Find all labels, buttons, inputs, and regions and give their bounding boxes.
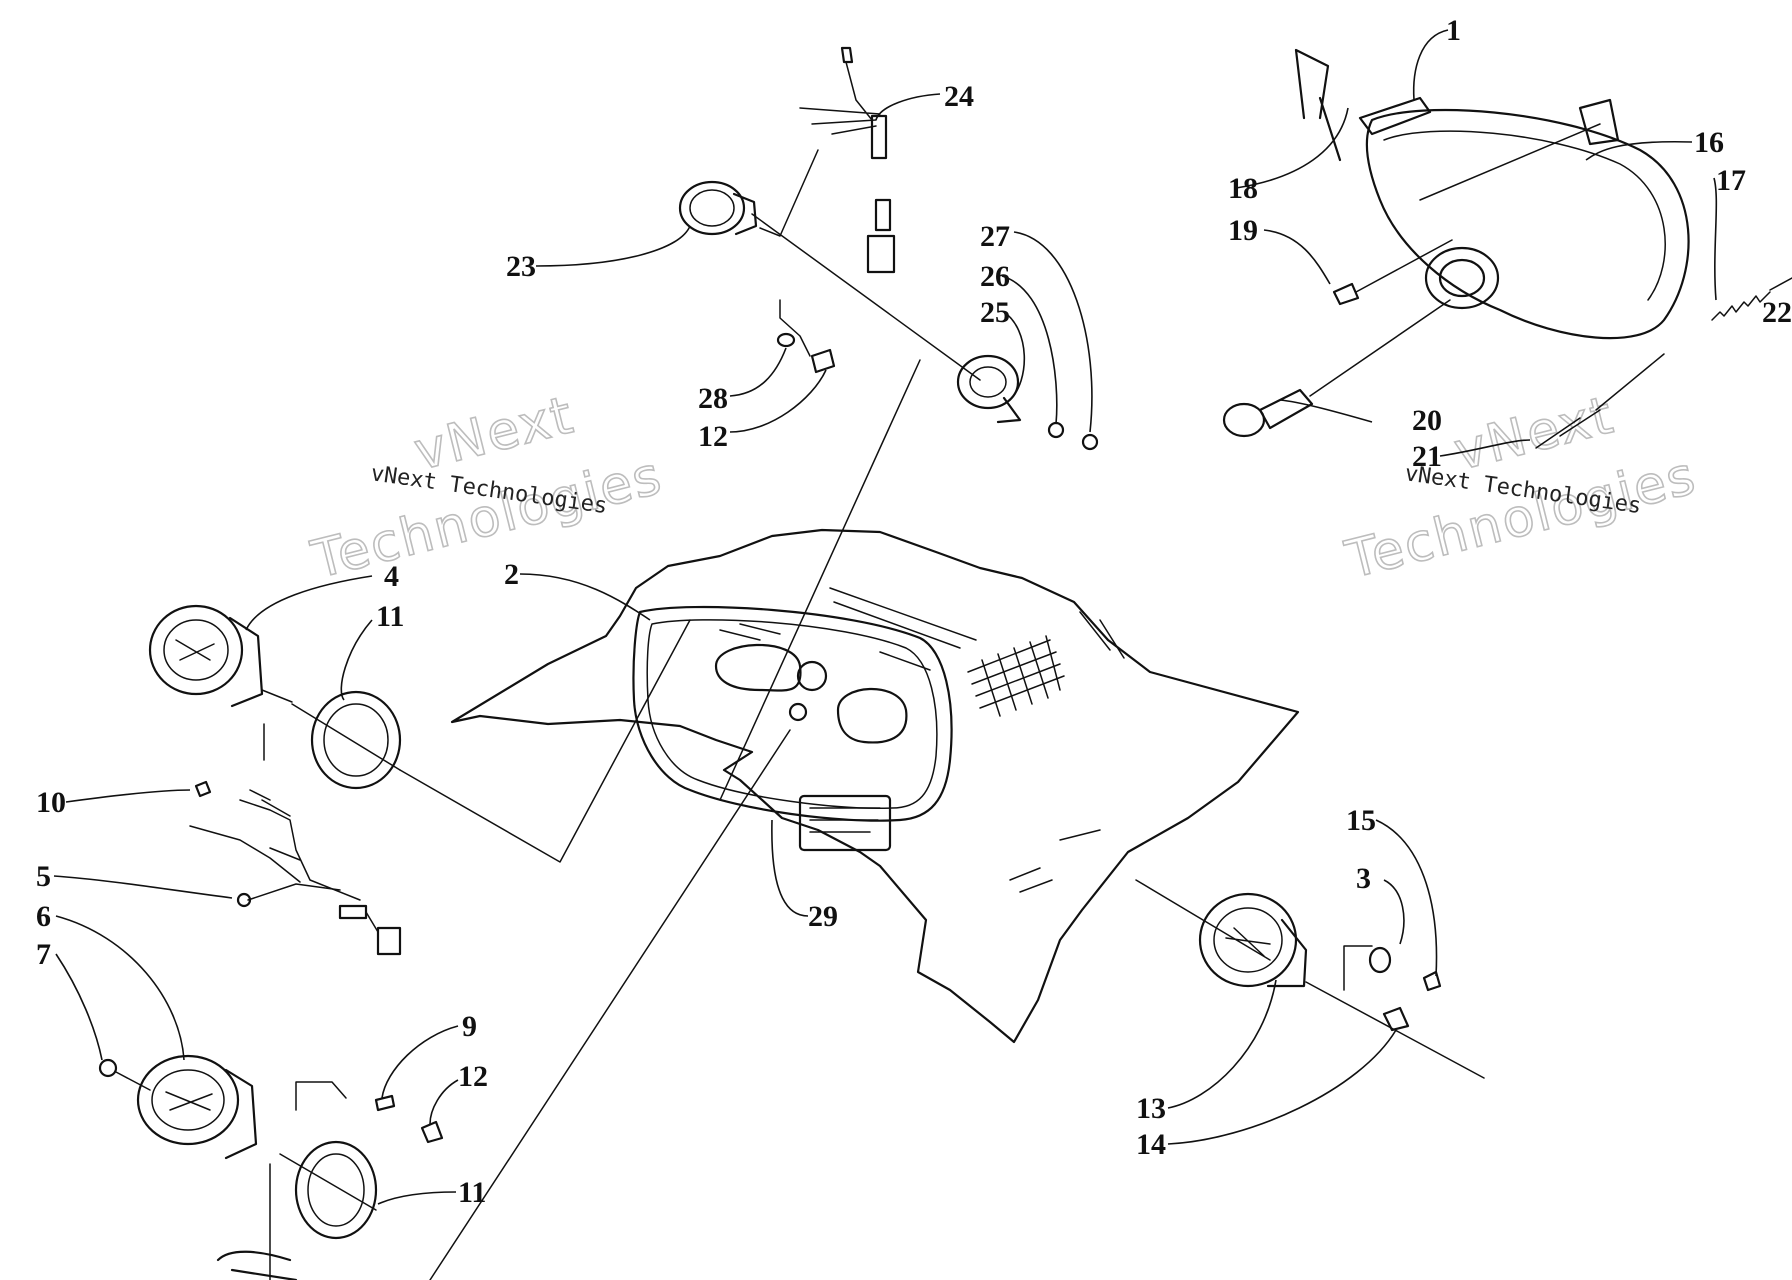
callout-15: 15 [1346,804,1376,837]
callout-23: 23 [506,250,536,283]
callout-25: 25 [980,296,1010,329]
callout-9: 9 [462,1010,477,1043]
svg-text:vNext: vNext [1449,385,1621,482]
callout-19: 19 [1228,214,1258,247]
callout-13: 13 [1136,1092,1166,1125]
headlight-housing [1222,48,1792,449]
callout-11b: 11 [458,1176,486,1209]
callout-1: 1 [1446,14,1461,47]
svg-text:vNext: vNext [409,385,581,482]
watermark-left: vNext Technologies vNext Technologies [305,384,669,591]
speedometer-4 [148,604,691,956]
callout-labels: 1 16 17 18 19 22 20 21 24 23 27 26 25 28… [36,14,1792,1209]
callout-17: 17 [1716,164,1746,197]
callout-5: 5 [36,860,51,893]
callout-18: 18 [1228,172,1258,205]
callout-12b: 12 [458,1060,488,1093]
callout-12a: 12 [698,420,728,453]
callout-3: 3 [1356,862,1371,895]
callout-24: 24 [944,80,974,113]
callout-29: 29 [808,900,838,933]
callout-28: 28 [698,382,728,415]
callout-4: 4 [384,560,399,593]
callout-26: 26 [980,260,1010,293]
callout-16: 16 [1694,126,1724,159]
callout-7: 7 [36,938,51,971]
callout-21: 21 [1412,440,1442,473]
callout-14: 14 [1136,1128,1166,1161]
callout-10: 10 [36,786,66,819]
gauge-23 [678,46,981,381]
gauge-25 [719,354,1099,801]
callout-27: 27 [980,220,1010,253]
fuel-gauge-13 [1135,879,1485,1079]
callout-6: 6 [36,900,51,933]
callout-11a: 11 [376,600,404,633]
tachometer-6 [98,729,791,1280]
leader-lines [53,29,1718,1205]
callout-20: 20 [1412,404,1442,437]
callout-2: 2 [504,558,519,591]
watermark-right: vNext Technologies vNext Technologies [1339,384,1703,591]
dash-panel [450,528,1300,1044]
svg-text:Technologies: Technologies [306,446,669,591]
callout-22: 22 [1762,296,1792,329]
